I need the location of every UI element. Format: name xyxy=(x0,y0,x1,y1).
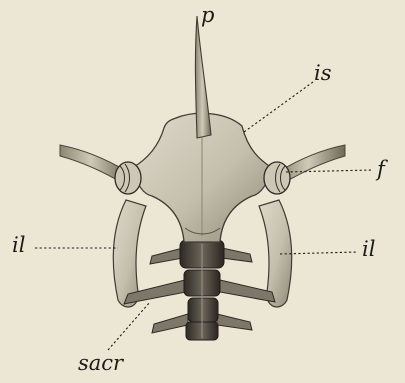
label-il-left: il xyxy=(12,233,25,257)
label-is: is xyxy=(314,61,332,85)
label-il-right: il xyxy=(362,237,375,261)
label-p: p xyxy=(201,3,214,27)
sacral-vertebrae xyxy=(180,240,224,340)
label-sacr: sacr xyxy=(78,351,125,375)
